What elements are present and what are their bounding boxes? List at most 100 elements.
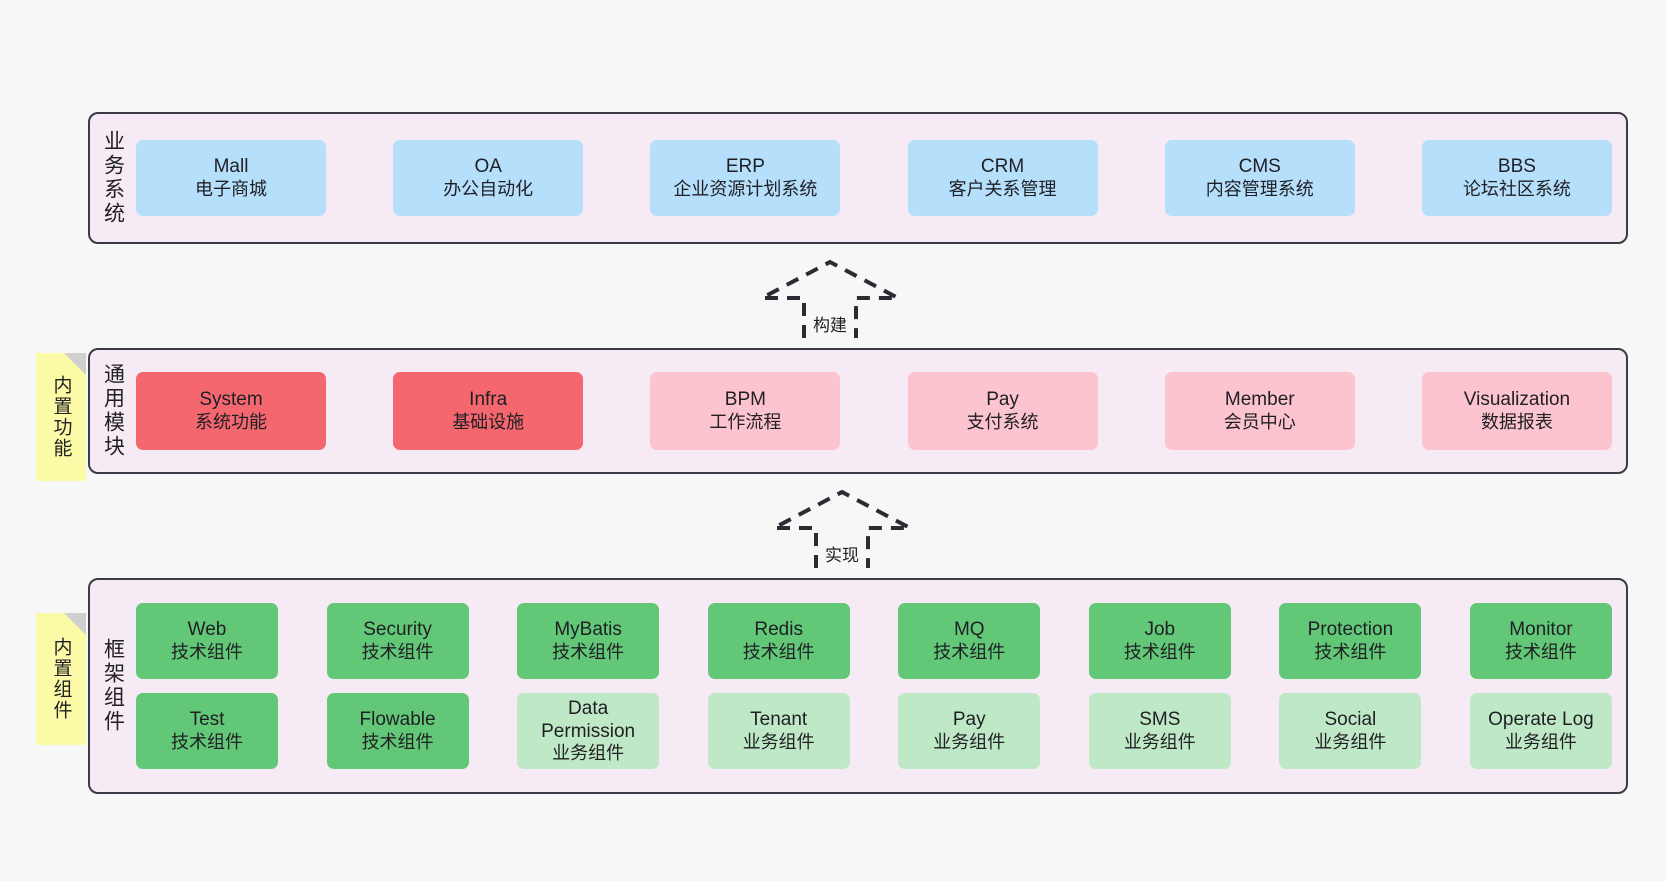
node-system[interactable]: System 系统功能 — [136, 372, 326, 450]
node-label-cn: 支付系统 — [966, 411, 1039, 432]
note-label: 内置组件 — [50, 637, 72, 721]
node-label-en: ERP — [725, 156, 765, 178]
node-label-cn: 数据报表 — [1480, 411, 1553, 432]
connector-implement: 实现 — [772, 489, 912, 570]
node-pay-business[interactable]: Pay 业务组件 — [898, 693, 1041, 769]
node-mybatis[interactable]: MyBatis 技术组件 — [517, 603, 660, 679]
node-label-cn: 基础设施 — [452, 411, 525, 432]
node-label-cn: 技术组件 — [742, 641, 815, 662]
node-label-en: Flowable — [359, 709, 436, 731]
connector-build: 构建 — [760, 259, 900, 340]
node-pay[interactable]: Pay 支付系统 — [907, 372, 1098, 450]
node-label-cn: 技术组件 — [1123, 641, 1196, 662]
node-label-cn: 业务组件 — [1314, 731, 1387, 752]
node-label-cn: 论坛社区系统 — [1462, 178, 1571, 199]
node-label-cn: 工作流程 — [709, 411, 782, 432]
layer-body-framework-component: Web 技术组件 Security 技术组件 MyBatis 技术组件 Redi… — [136, 580, 1626, 792]
layer-framework-component: 框架组件 Web 技术组件 Security 技术组件 MyBatis 技术组件 — [88, 578, 1628, 794]
node-tenant[interactable]: Tenant 业务组件 — [707, 693, 850, 769]
node-label-cn: 技术组件 — [552, 641, 625, 662]
node-label-en: Data Permission — [541, 697, 636, 743]
node-label-cn: 技术组件 — [1504, 641, 1577, 662]
note-fold-corner-icon — [64, 613, 86, 635]
node-label-en: MQ — [953, 619, 985, 641]
layer-common-module: 通用模块 System 系统功能 Infra 基础设施 BPM 工作流程 — [88, 348, 1628, 474]
node-label-cn: 业务组件 — [1123, 731, 1196, 752]
note-label: 内置功能 — [50, 375, 72, 459]
connector-label-implement: 实现 — [822, 541, 862, 566]
node-erp[interactable]: ERP 企业资源计划系统 — [650, 140, 841, 216]
node-label-en: BPM — [724, 389, 766, 411]
note-built-in-functions: 内置功能 — [36, 353, 86, 481]
node-label-cn: 内容管理系统 — [1205, 178, 1314, 199]
node-label-en: Member — [1224, 389, 1295, 411]
note-built-in-components: 内置组件 — [36, 613, 86, 745]
node-label-en: Job — [1144, 619, 1176, 641]
node-label-en: OA — [474, 156, 502, 178]
node-row: System 系统功能 Infra 基础设施 BPM 工作流程 Pay 支付系统 — [136, 372, 1612, 450]
node-label-cn: 业务组件 — [742, 731, 815, 752]
node-label-cn: 办公自动化 — [443, 178, 534, 199]
node-bbs[interactable]: BBS 论坛社区系统 — [1421, 140, 1612, 216]
note-fold-corner-icon — [64, 353, 86, 375]
node-label-en: MyBatis — [554, 619, 622, 641]
node-label-cn: 技术组件 — [171, 641, 243, 662]
node-label-cn: 电子商城 — [195, 178, 267, 199]
node-label-cn: 企业资源计划系统 — [673, 178, 818, 199]
layer-body-business-system: Mall 电子商城 OA 办公自动化 ERP 企业资源计划系统 CRM 客户关系… — [136, 114, 1626, 242]
node-data-permission[interactable]: Data Permission 业务组件 — [517, 693, 660, 769]
node-label-cn: 技术组件 — [1314, 641, 1387, 662]
node-infra[interactable]: Infra 基础设施 — [393, 372, 584, 450]
layer-title-business-system: 业务系统 — [101, 130, 125, 226]
node-label-en: Mall — [213, 156, 249, 178]
node-job[interactable]: Job 技术组件 — [1088, 603, 1231, 679]
layer-title-framework-component: 框架组件 — [101, 638, 125, 734]
node-monitor[interactable]: Monitor 技术组件 — [1469, 603, 1612, 679]
connector-label-build: 构建 — [810, 311, 850, 336]
node-label-cn: 会员中心 — [1223, 411, 1296, 432]
node-redis[interactable]: Redis 技术组件 — [707, 603, 850, 679]
node-oa[interactable]: OA 办公自动化 — [393, 140, 584, 216]
node-label-cn: 业务组件 — [1504, 731, 1577, 752]
node-label-cn: 业务组件 — [552, 743, 625, 764]
node-label-cn: 系统功能 — [195, 411, 267, 432]
node-bpm[interactable]: BPM 工作流程 — [650, 372, 841, 450]
node-visualization[interactable]: Visualization 数据报表 — [1421, 372, 1612, 450]
node-label-en: CMS — [1238, 156, 1281, 178]
node-test[interactable]: Test 技术组件 — [136, 693, 278, 769]
node-label-en: BBS — [1497, 156, 1536, 178]
node-label-en: Redis — [754, 619, 803, 641]
node-mall[interactable]: Mall 电子商城 — [136, 140, 326, 216]
node-label-en: Protection — [1307, 619, 1394, 641]
node-label-cn: 业务组件 — [933, 731, 1006, 752]
node-label-en: Operate Log — [1488, 709, 1594, 731]
node-label-en: Pay — [952, 709, 986, 731]
node-social[interactable]: Social 业务组件 — [1279, 693, 1422, 769]
node-row: Web 技术组件 Security 技术组件 MyBatis 技术组件 Redi… — [136, 603, 1612, 679]
node-label-cn: 技术组件 — [933, 641, 1006, 662]
node-operate-log[interactable]: Operate Log 业务组件 — [1469, 693, 1612, 769]
layer-business-system: 业务系统 Mall 电子商城 OA 办公自动化 ERP 企业资源计划系统 — [88, 112, 1628, 244]
node-protection[interactable]: Protection 技术组件 — [1279, 603, 1422, 679]
layer-body-common-module: System 系统功能 Infra 基础设施 BPM 工作流程 Pay 支付系统 — [136, 350, 1626, 472]
node-label-en: Infra — [469, 389, 508, 411]
layer-title-common-module: 通用模块 — [101, 363, 125, 459]
node-web[interactable]: Web 技术组件 — [136, 603, 278, 679]
node-label-en: Visualization — [1463, 389, 1571, 411]
node-security[interactable]: Security 技术组件 — [326, 603, 469, 679]
node-label-en: System — [199, 389, 263, 411]
node-sms[interactable]: SMS 业务组件 — [1088, 693, 1231, 769]
node-crm[interactable]: CRM 客户关系管理 — [907, 140, 1098, 216]
node-row: Test 技术组件 Flowable 技术组件 Data Permission … — [136, 693, 1612, 769]
node-label-en: Pay — [986, 389, 1019, 411]
node-label-en: CRM — [980, 156, 1025, 178]
node-label-en: Social — [1324, 709, 1377, 731]
node-label-cn: 技术组件 — [171, 731, 243, 752]
node-member[interactable]: Member 会员中心 — [1164, 372, 1355, 450]
node-label-cn: 技术组件 — [361, 731, 434, 752]
node-label-en: Security — [363, 619, 432, 641]
node-flowable[interactable]: Flowable 技术组件 — [326, 693, 469, 769]
node-mq[interactable]: MQ 技术组件 — [898, 603, 1041, 679]
node-cms[interactable]: CMS 内容管理系统 — [1164, 140, 1355, 216]
